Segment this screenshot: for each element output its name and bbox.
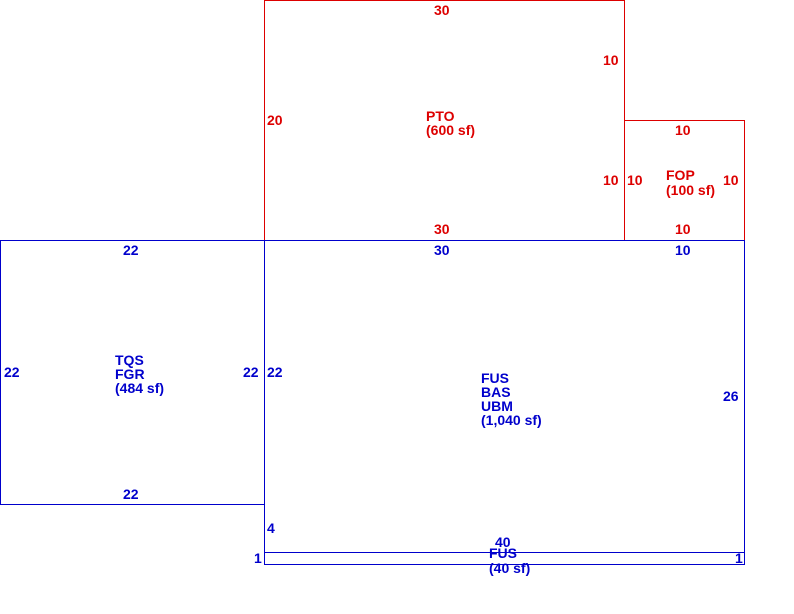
tqs-top-dimension: 22	[123, 242, 139, 258]
tqs-right-dimension: 22	[243, 364, 259, 380]
fus-code-label: BAS	[481, 384, 511, 400]
strip-code-label: FUS	[489, 545, 517, 561]
fop-right-dimension: 10	[723, 172, 739, 188]
pto-area-label: (600 sf)	[426, 122, 476, 138]
fop-bottom-dimension: 10	[675, 221, 691, 237]
pto-top-dimension: 30	[434, 2, 450, 18]
fus-code-label: FUS	[481, 370, 509, 386]
fop-top-dimension: 10	[675, 122, 691, 138]
pto-bottom-dimension: 30	[434, 221, 450, 237]
tqs-bottom-dimension: 22	[123, 486, 139, 502]
fop-area-label: (100 sf)	[666, 182, 716, 198]
fus-top-dimension: 30	[434, 242, 450, 258]
pto-code-label: PTO	[426, 108, 455, 124]
pto-right-lower-dimension: 10	[603, 172, 619, 188]
fus-left-lower-dimension: 4	[267, 520, 275, 536]
fop-code-label: FOP	[666, 167, 695, 183]
pto-right-dimension: 10	[603, 52, 619, 68]
fus-top-right-dimension: 10	[675, 242, 691, 258]
tqs-code-label: TQS	[115, 352, 144, 368]
strip-right-dimension: 1	[735, 550, 743, 566]
fop-left-dimension: 10	[627, 172, 643, 188]
pto-left-dimension: 20	[267, 112, 283, 128]
tqs-area-label: (484 sf)	[115, 380, 165, 396]
tqs-code-label: FGR	[115, 366, 145, 382]
fus-code-label: UBM	[481, 398, 513, 414]
fus-bottom-dimension: 40	[495, 534, 511, 550]
fus-area-label: (1,040 sf)	[481, 412, 542, 428]
fus-left-dimension: 22	[267, 364, 283, 380]
fus-right-dimension: 26	[723, 388, 739, 404]
strip-area-label: (40 sf)	[489, 560, 531, 576]
strip-area-outline	[264, 552, 745, 565]
strip-left-dimension: 1	[254, 550, 262, 566]
tqs-left-dimension: 22	[4, 364, 20, 380]
